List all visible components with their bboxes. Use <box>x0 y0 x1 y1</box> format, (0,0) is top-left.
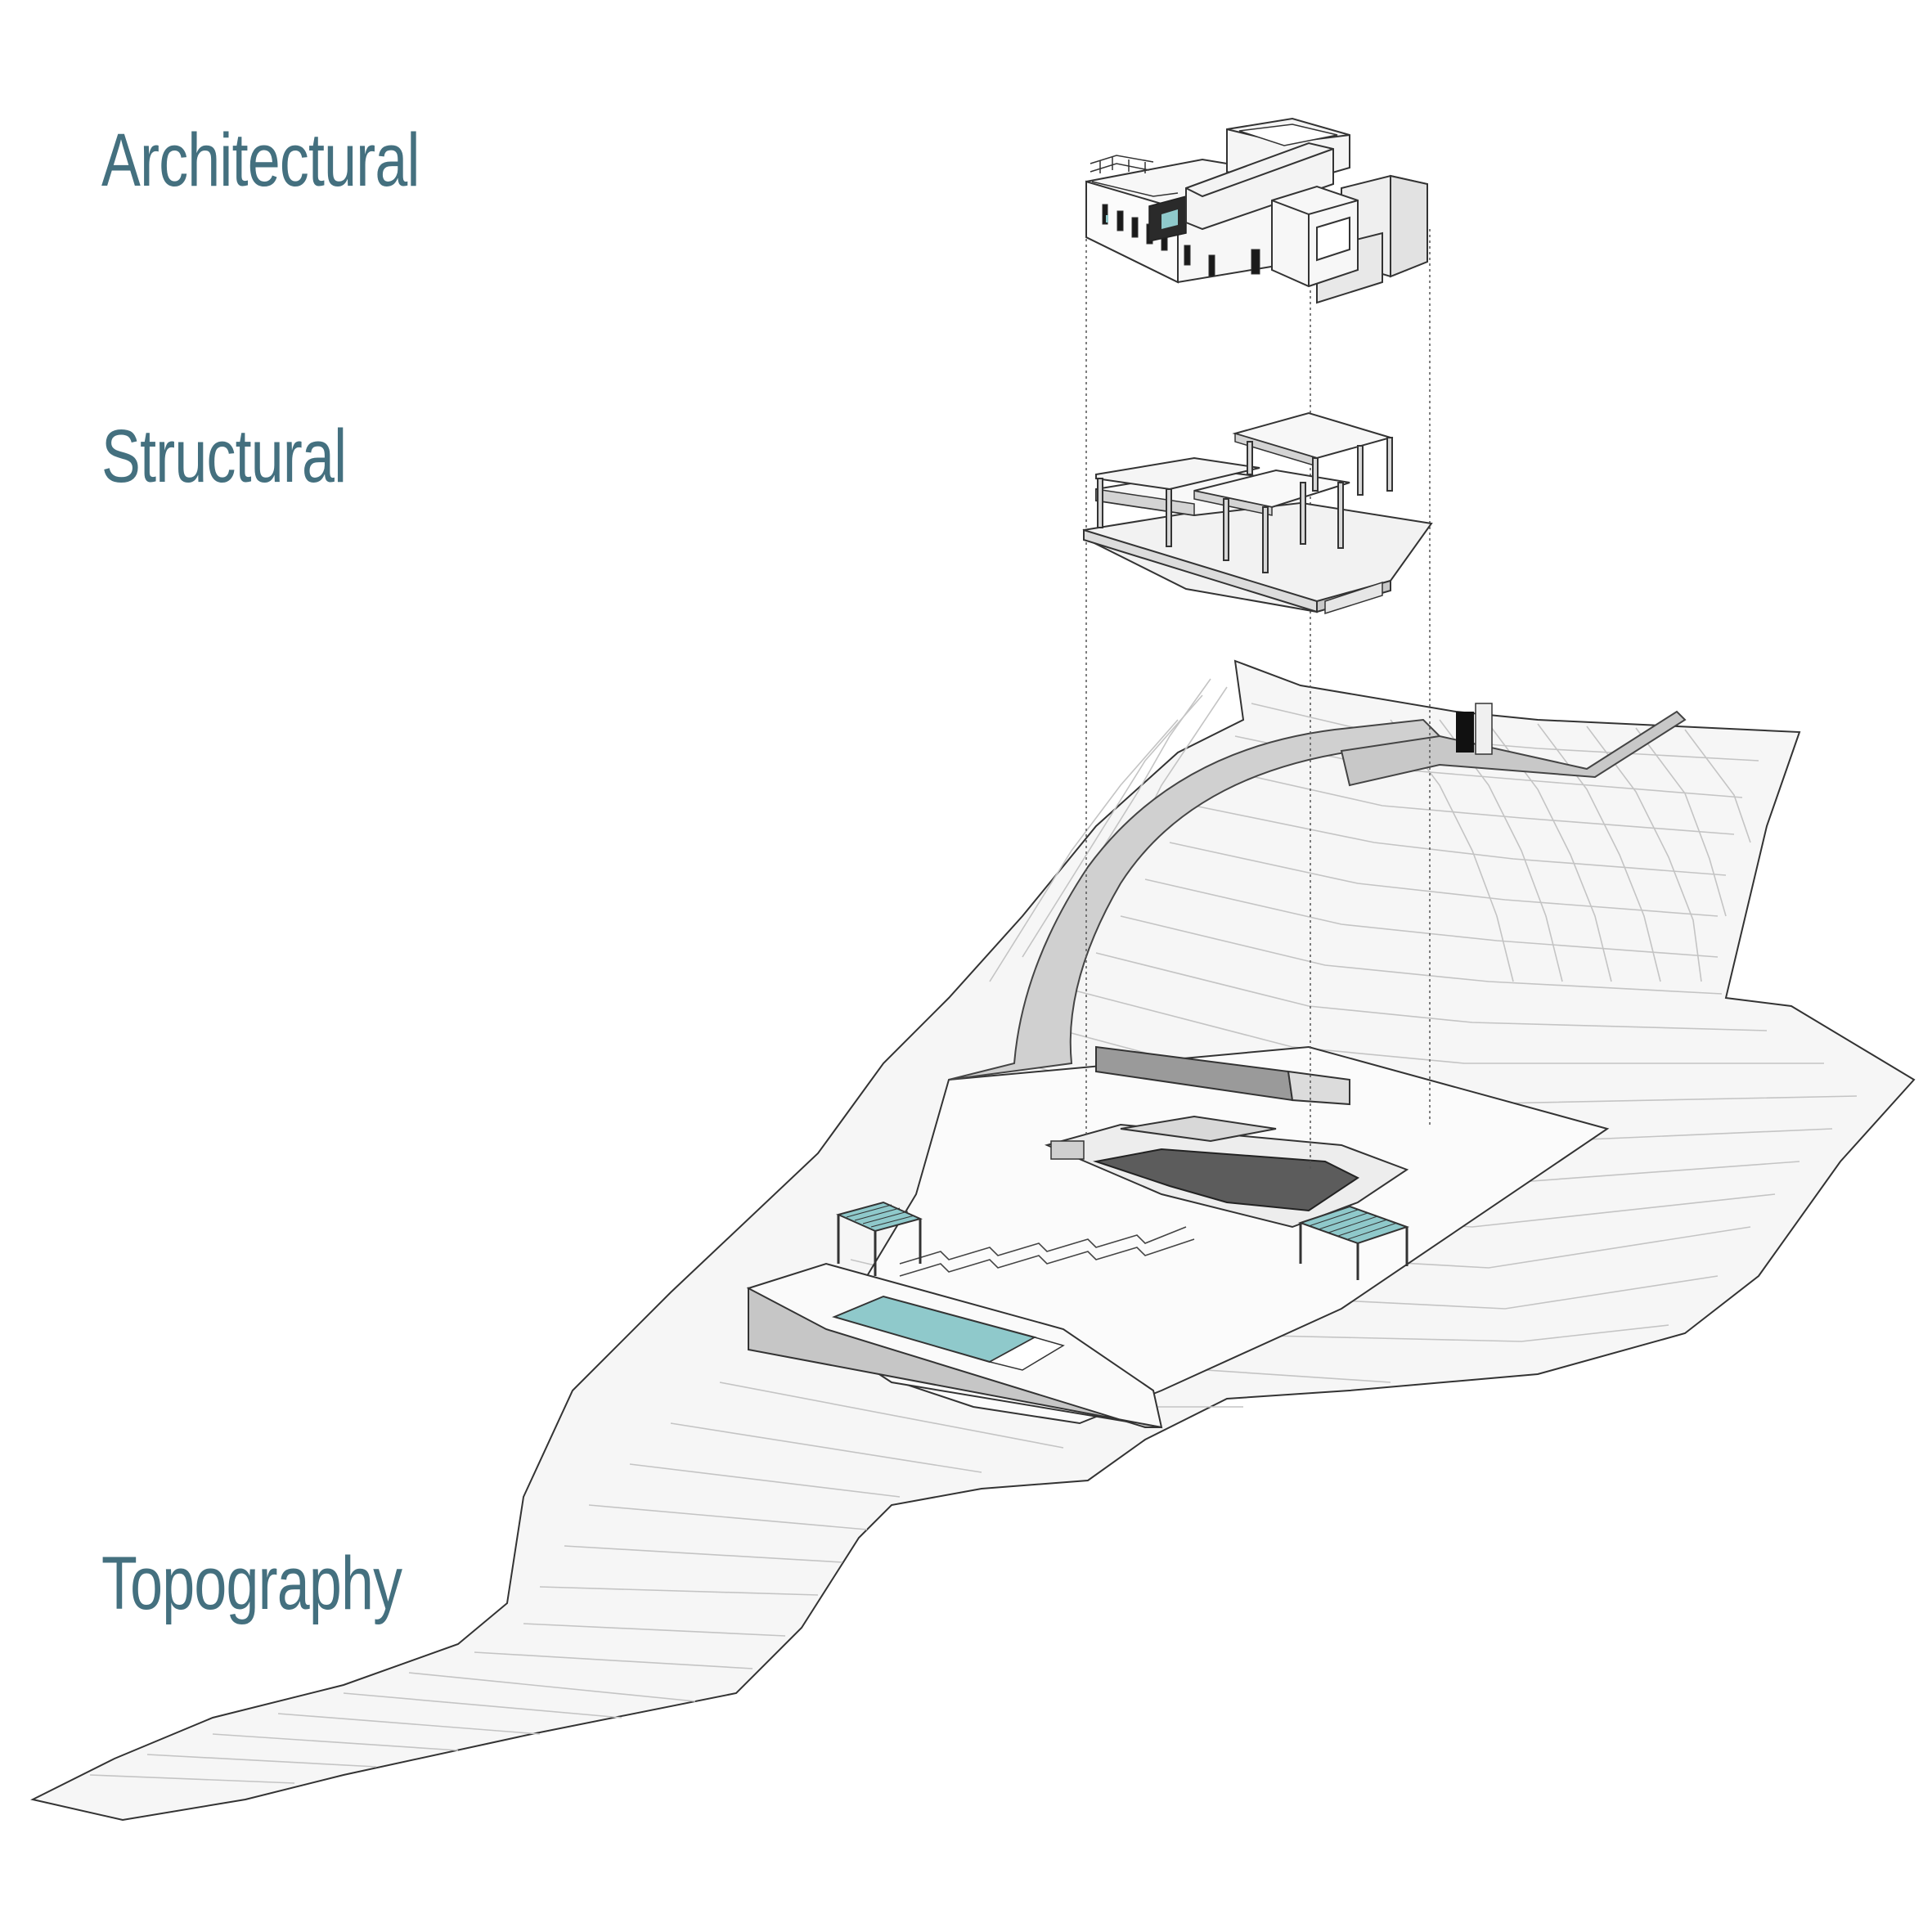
gate <box>1456 712 1474 753</box>
structural-layer <box>1082 411 1433 615</box>
driveway <box>948 718 1442 1081</box>
terrace-stairs <box>899 1226 1195 1277</box>
gate-post <box>1475 703 1493 755</box>
architectural-layer <box>1085 117 1428 304</box>
pool-wall <box>748 1287 1162 1428</box>
pergola-right <box>1297 1205 1410 1280</box>
projection-lines <box>1085 229 1431 1170</box>
layer-label-topography: Topography <box>101 1542 402 1625</box>
layer-label-structural: Structural <box>101 415 347 498</box>
pergola-left <box>836 1201 923 1276</box>
basement-void <box>1093 1148 1359 1212</box>
layer-label-architectural: Architectural <box>101 119 420 202</box>
topography-layer <box>30 659 1916 1822</box>
entry-block <box>1050 1140 1085 1160</box>
